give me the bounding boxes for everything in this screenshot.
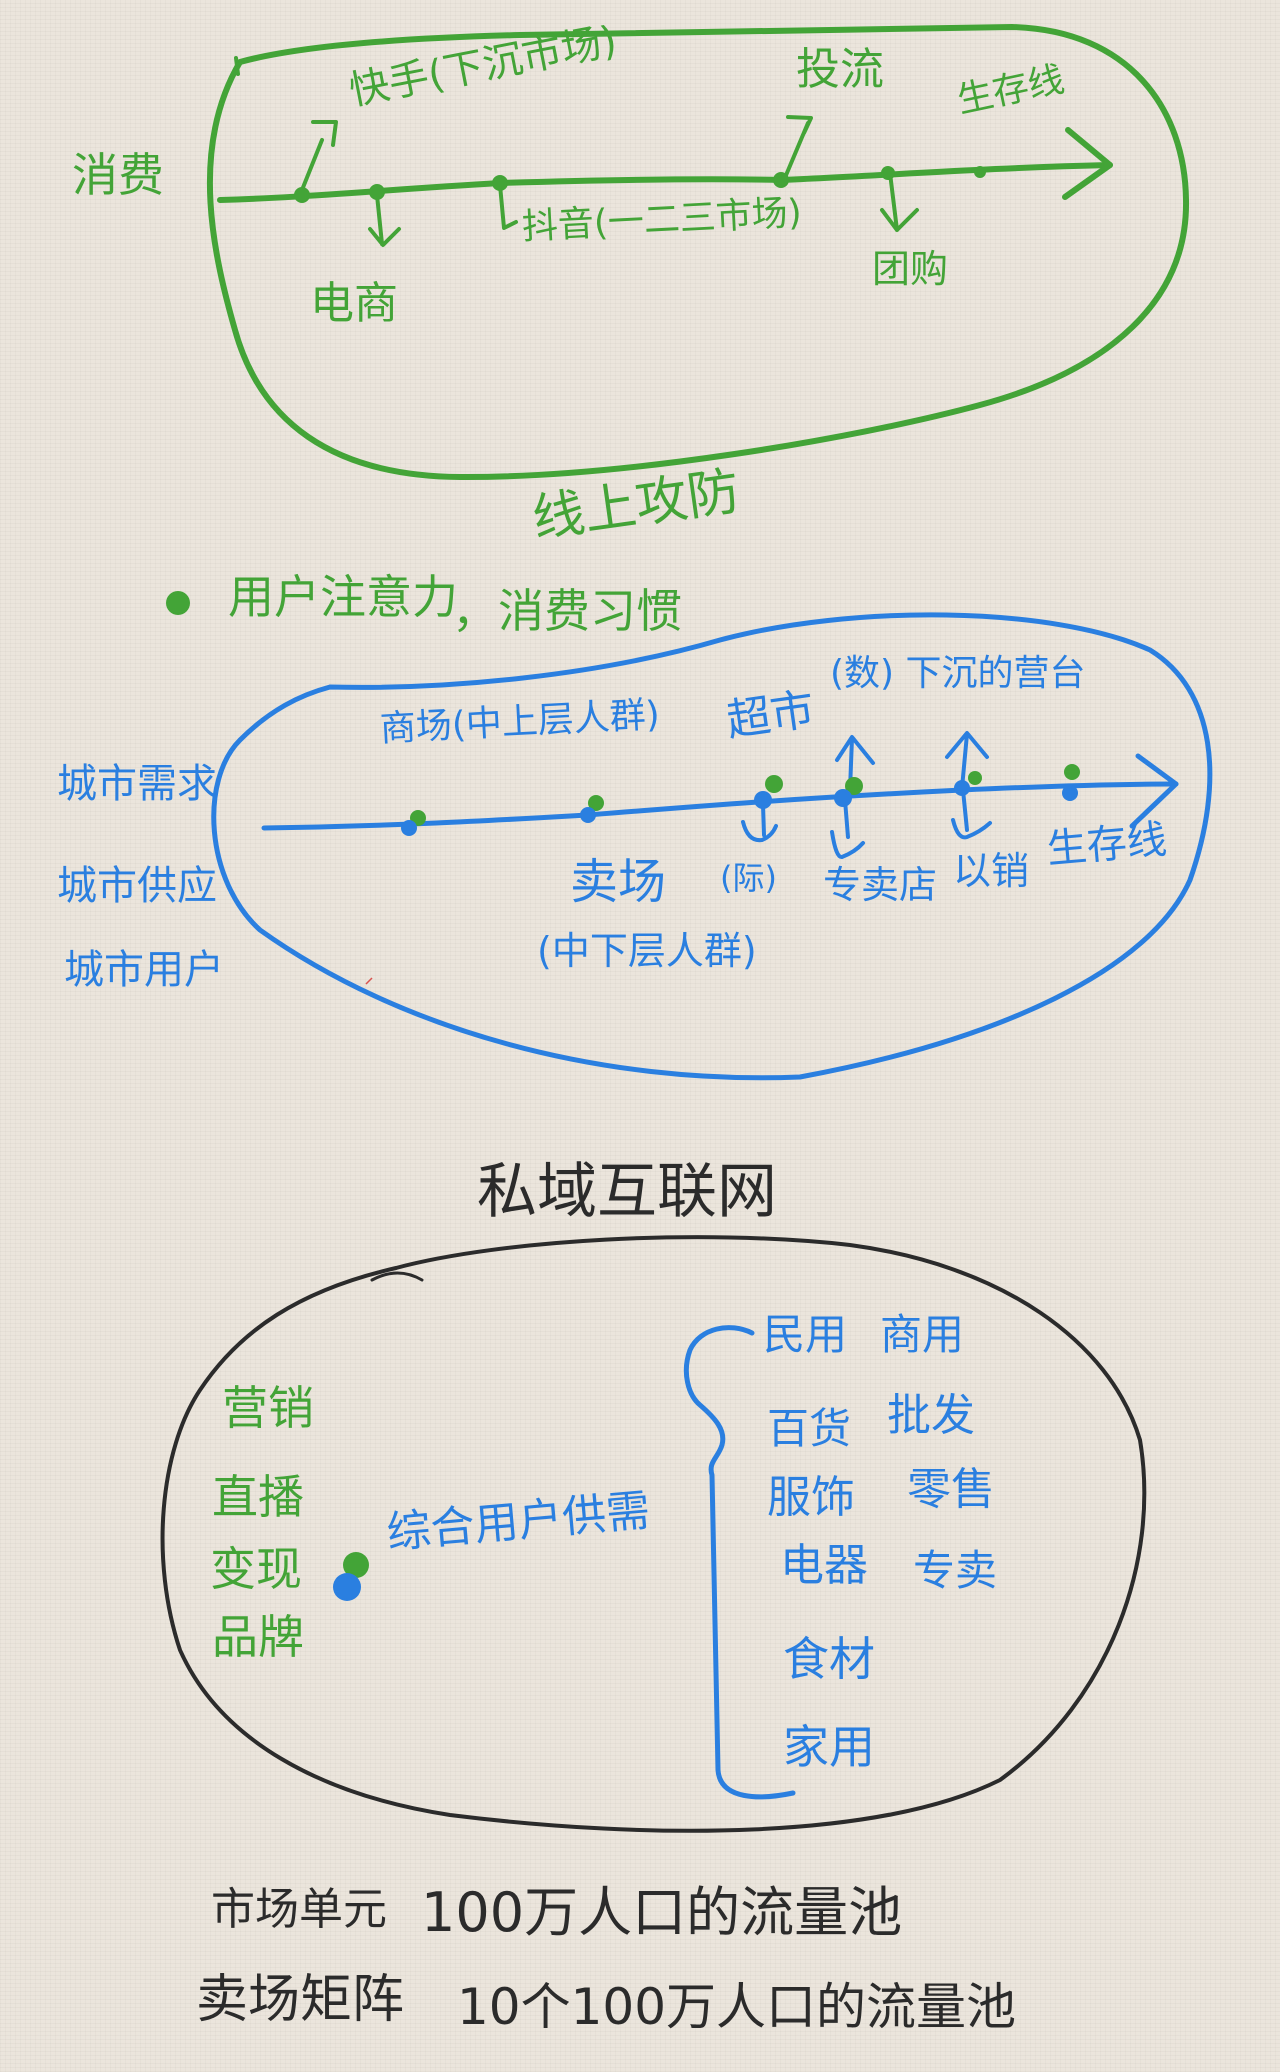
online-region-outline xyxy=(206,24,1190,481)
arrow-up-shared-note-2 xyxy=(945,731,989,790)
private-section-strokes xyxy=(160,1235,1147,1833)
timeline-node-secondary xyxy=(845,777,863,795)
timeline-label-survival-line: 生存线 xyxy=(1044,816,1169,873)
online-timeline-arrowhead xyxy=(1062,127,1113,200)
timeline-node-secondary xyxy=(1064,764,1080,780)
timeline-label-specialty-store: 专卖店 xyxy=(823,863,938,907)
category-item: 零售 xyxy=(907,1464,995,1515)
arrow-down-douyin xyxy=(498,183,518,230)
offline-axis-label-supply: 城市供应 xyxy=(57,863,217,909)
arrow-down-ecommerce xyxy=(368,193,401,247)
offline-timeline-arrowhead xyxy=(1129,753,1179,829)
footer-desc-store-matrix: 10个100万人口的流量池 xyxy=(457,1978,1017,2036)
offline-region-outline xyxy=(211,612,1213,1081)
footer-term-store-matrix: 卖场矩阵 xyxy=(196,1970,405,2030)
bullet-dot xyxy=(166,591,190,615)
timeline-node xyxy=(974,166,986,178)
bullet-text-habits: ，消费习惯 xyxy=(452,584,682,638)
arrow-down-yixiao xyxy=(951,788,992,840)
timeline-node xyxy=(754,791,772,809)
private-section-title: 私域互联网 xyxy=(477,1157,777,1227)
timeline-node xyxy=(369,184,385,200)
bullet-text-attention: 用户注意力 xyxy=(228,570,458,624)
offline-timeline-nodes xyxy=(333,764,1080,1601)
timeline-shared-note: (数) 下沉的营台 xyxy=(830,653,1086,694)
timeline-node-secondary xyxy=(588,795,604,811)
footer-desc-market-unit: 100万人口的流量池 xyxy=(421,1881,903,1944)
category-item: 服饰 xyxy=(767,1472,855,1523)
category-item: 专卖 xyxy=(913,1546,998,1595)
method-marketing: 营销 xyxy=(222,1381,314,1435)
method-brand: 品牌 xyxy=(212,1610,304,1664)
timeline-node xyxy=(1062,785,1078,801)
timeline-node-secondary xyxy=(968,771,982,785)
footer-term-market-unit: 市场单元 xyxy=(211,1884,387,1935)
category-item: 食材 xyxy=(783,1632,875,1686)
timeline-node xyxy=(881,166,895,180)
timeline-label-hypermarket: 卖场 xyxy=(570,854,667,910)
timeline-label-tuangou: 团购 xyxy=(872,247,949,291)
timeline-label-supermarket: 超市 xyxy=(723,684,818,747)
online-timeline-nodes xyxy=(166,166,986,615)
bracket-brace xyxy=(683,1325,796,1800)
center-dot-blue xyxy=(333,1573,361,1601)
category-item: 批发 xyxy=(887,1390,975,1441)
category-item: 家用 xyxy=(783,1720,875,1774)
timeline-node xyxy=(954,780,970,796)
timeline-node xyxy=(773,172,789,188)
timeline-node xyxy=(294,187,310,203)
category-item: 电器 xyxy=(780,1540,868,1591)
method-monetize: 变现 xyxy=(210,1542,302,1596)
timeline-node-secondary xyxy=(765,775,783,793)
offline-timeline-axis xyxy=(261,781,1179,831)
timeline-node xyxy=(401,820,417,836)
online-timeline-axis xyxy=(217,162,1113,203)
timeline-node xyxy=(492,175,508,191)
category-item: 民用 xyxy=(763,1310,848,1359)
category-item: 百货 xyxy=(767,1404,852,1453)
private-region-outline xyxy=(160,1235,1147,1833)
timeline-label-ecommerce: 电商 xyxy=(310,278,398,329)
timeline-label-yixiao: 以销 xyxy=(953,849,1030,893)
offline-section-strokes xyxy=(211,612,1213,1800)
method-livestream: 直播 xyxy=(212,1470,304,1524)
timeline-node xyxy=(580,807,596,823)
timeline-note-hypermarket: (中下层人群) xyxy=(537,929,757,973)
timeline-note-supermarket: (际) xyxy=(720,859,777,897)
arrow-up-kuaishou xyxy=(300,120,338,192)
online-axis-label: 消费 xyxy=(72,148,164,202)
offline-axis-label-demand: 城市需求 xyxy=(57,761,217,807)
timeline-label-toutou: 投流 xyxy=(796,44,884,95)
outline-start-tick xyxy=(234,56,240,76)
stray-mark xyxy=(365,977,373,985)
arrow-down-ji xyxy=(741,803,778,843)
arrow-down-tuangou xyxy=(880,171,919,232)
online-section-strokes xyxy=(206,24,1190,481)
outline-start-tick xyxy=(370,1271,424,1282)
arrow-up-toutou xyxy=(782,115,813,182)
arrow-down-zhuanmaidian xyxy=(830,798,865,859)
category-item: 商用 xyxy=(880,1310,965,1359)
timeline-node xyxy=(834,789,852,807)
center-dot-green xyxy=(343,1552,369,1578)
offline-axis-label-users: 城市用户 xyxy=(64,947,224,993)
